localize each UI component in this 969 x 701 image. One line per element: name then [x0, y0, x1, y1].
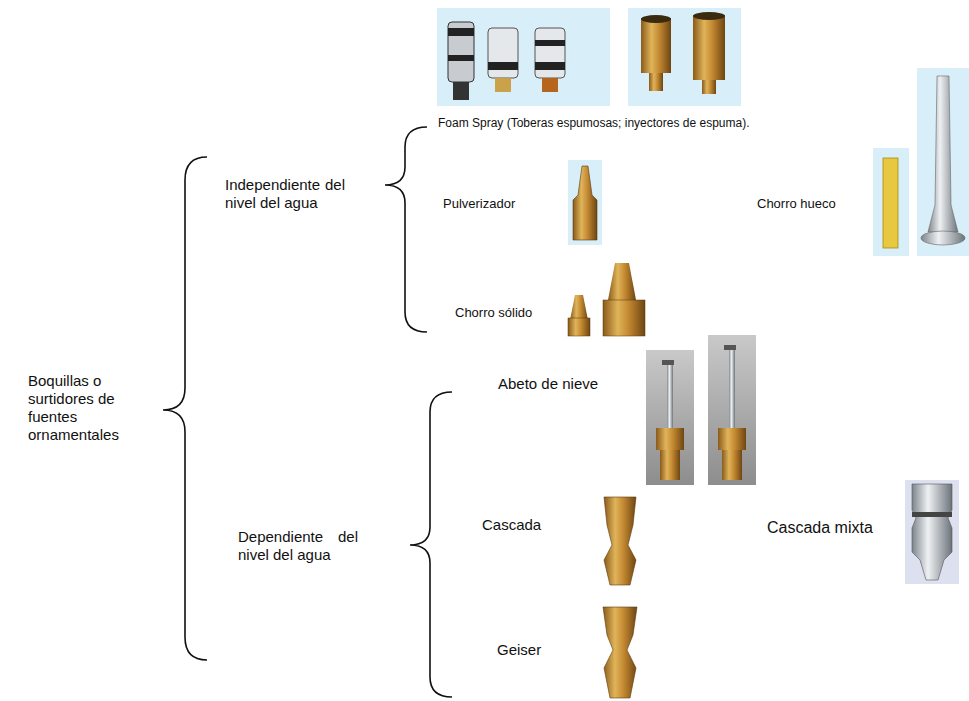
foam-spray-photo-part: [448, 28, 474, 36]
foam-spray-photo-part: [702, 80, 716, 94]
abeto-de-nieve-photo-part: [660, 450, 680, 480]
brace-part: [410, 392, 452, 697]
label-text: Cascada mixta: [767, 518, 897, 537]
chorro-solido-photo-part: [608, 263, 636, 300]
foam-spray-photo-part: [448, 55, 474, 61]
cascada-mixta-photo-part: [905, 480, 959, 584]
label-text: Independiente del nivel del agua: [225, 176, 345, 212]
cascada-mixta-photo-part: [912, 484, 952, 580]
chorro-solido-photo-part: [570, 295, 588, 320]
cascada-mixta-photo: [905, 480, 959, 584]
label-text: Boquillas o surtidores de fuentes orname…: [28, 372, 140, 444]
brace-part: [385, 127, 427, 332]
foam-spray-photo-part: [693, 15, 725, 80]
cascada-photo: [604, 497, 636, 585]
abeto-de-nieve-photo-part: [656, 428, 684, 450]
pulverizador-photo: [568, 160, 602, 245]
foam-spray-photo-part: [453, 82, 469, 100]
foam-spray-photo-part: [535, 28, 565, 78]
geiser-photo-part: [603, 607, 637, 698]
label-text: Pulverizador: [443, 196, 553, 212]
foam-spray-photo-part: [495, 78, 511, 92]
pulverizador-photo-part: [568, 160, 602, 245]
foam-spray-photo-part: [535, 40, 565, 46]
label-text: Chorro sólido: [455, 305, 565, 321]
foam-spray-photo-part: [649, 73, 663, 91]
label-text: Abeto de nieve: [498, 375, 638, 393]
foam-spray-photo-part: [693, 12, 725, 20]
label-text: Chorro hueco: [757, 196, 867, 212]
foam-spray-photo-part: [628, 8, 741, 106]
chorro-hueco-photo-part: [883, 158, 898, 248]
abeto-de-nieve-photo-part: [724, 345, 736, 350]
cascada-photo-part: [604, 497, 636, 585]
abeto-de-nieve-photo-part: [667, 360, 673, 430]
label-text: Dependiente del nivel del agua: [238, 528, 358, 564]
chorro-hueco-photo-part: [873, 148, 909, 256]
chorro-hueco-photo-part: [921, 231, 965, 245]
foam-spray-photo-part: [641, 15, 671, 23]
label-text: Foam Spray (Toberas espumosas; inyectore…: [438, 116, 768, 130]
chorro-solido-photo-part: [603, 300, 645, 336]
abeto-de-nieve-photo-part: [718, 428, 746, 450]
chorro-solido-photo-part: [568, 318, 590, 336]
brace: [163, 127, 452, 697]
abeto-de-nieve-photo-part: [729, 345, 735, 430]
pulverizador-photo-part: [573, 166, 597, 240]
chorro-solido-photo: [568, 263, 645, 336]
foam-spray-photo-part: [437, 8, 610, 106]
foam-spray-photo: [437, 8, 741, 106]
foam-spray-photo-part: [641, 18, 671, 73]
label-text: Geiser: [497, 641, 587, 659]
label-text: Cascada: [482, 516, 592, 534]
abeto-de-nieve-photo-part: [646, 350, 694, 485]
chorro-hueco-photo-part: [928, 76, 958, 232]
chorro-hueco-photo: [873, 68, 969, 256]
chorro-hueco-photo-part: [917, 68, 969, 256]
abeto-de-nieve-photo: [646, 335, 756, 485]
foam-spray-photo-part: [535, 62, 565, 70]
foam-spray-photo-part: [542, 78, 558, 92]
abeto-de-nieve-photo-part: [708, 335, 756, 485]
brace-part: [163, 157, 207, 660]
abeto-de-nieve-photo-part: [662, 360, 674, 365]
foam-spray-photo-part: [488, 62, 518, 70]
abeto-de-nieve-photo-part: [722, 450, 742, 480]
foam-spray-photo-part: [448, 22, 474, 82]
foam-spray-photo-part: [488, 28, 518, 78]
cascada-mixta-photo-part: [912, 512, 952, 517]
geiser-photo: [603, 607, 637, 698]
